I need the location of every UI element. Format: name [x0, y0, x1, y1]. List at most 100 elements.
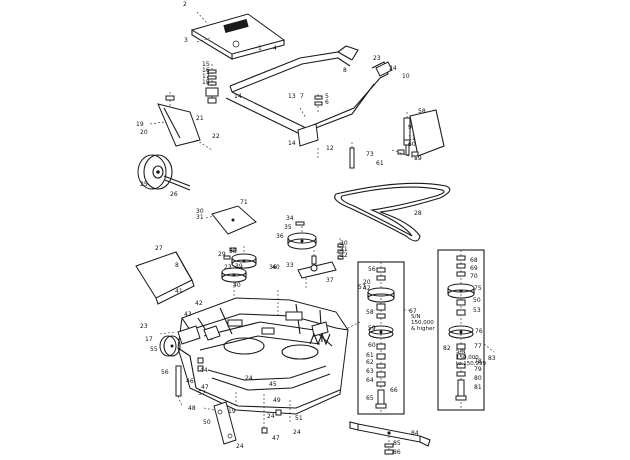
serial-note-panel-2-line-1: S/N: [456, 349, 465, 355]
callout-number: 51: [295, 415, 303, 422]
callout-number: 80: [474, 375, 482, 382]
left-deck-shield: [135, 251, 195, 305]
serial-note-panel-1-line-2: 150,000: [411, 320, 434, 326]
serial-note-panel-2-line-2: 150,000: [456, 355, 479, 361]
callout-number: 28: [414, 210, 422, 217]
callout-number: 31: [340, 246, 348, 253]
callout-number: 36: [276, 233, 284, 240]
callout-number: 79: [474, 366, 482, 373]
callout-number: 71: [240, 199, 248, 206]
callout-number: 49: [273, 397, 281, 404]
callout-number: 61: [366, 352, 374, 359]
callout-number: 5: [325, 93, 329, 100]
left-spindle-pulleys: [221, 246, 257, 300]
callout-number: 24: [267, 413, 275, 420]
callout-number: 56: [368, 266, 376, 273]
callout-number: 1: [258, 45, 262, 52]
callout-number: 63: [366, 368, 374, 375]
callout-number: 19: [228, 408, 236, 415]
idler-arm: [297, 238, 344, 290]
callout-number: 60: [408, 141, 416, 148]
serial-note-panel-1-line-1: S/N: [411, 314, 420, 320]
callout-number: 27: [155, 245, 163, 252]
callout-number: 38: [229, 248, 237, 255]
center-idler-pulley: [287, 221, 317, 250]
callout-number: 67: [409, 308, 417, 315]
deck-lift-link: [203, 401, 282, 445]
callout-number: 40: [272, 264, 280, 271]
callout-number: 70: [470, 273, 478, 280]
cutter-blade: [349, 421, 431, 455]
callout-number: 75: [474, 285, 482, 292]
callout-number: 30: [196, 208, 204, 215]
callout-number: 59: [414, 155, 422, 162]
callout-number: 16: [202, 67, 210, 74]
callout-number: 10: [402, 73, 410, 80]
left-gauge-wheel: [159, 325, 204, 407]
callout-number: 13: [288, 93, 296, 100]
callout-number: 76: [475, 328, 483, 335]
drive-belt: [334, 182, 451, 242]
callout-number: 66: [390, 387, 398, 394]
callout-number: 18: [202, 79, 210, 86]
callout-number: 24: [236, 443, 244, 450]
callout-number: 30: [340, 240, 348, 247]
callout-number: 21: [196, 115, 204, 122]
callout-number: 14: [288, 140, 296, 147]
callout-number: 2: [183, 1, 187, 8]
serial-note-panel-2-line-3: to 150,999: [456, 361, 487, 367]
callout-number: 81: [474, 384, 482, 391]
caster-wheel-assembly: [137, 92, 213, 191]
callout-number: 77: [474, 343, 482, 350]
callout-number: 64: [366, 377, 374, 384]
lift-frame: [211, 45, 389, 160]
callout-number: 24: [293, 429, 301, 436]
callout-number: 57: [198, 390, 206, 397]
callout-number: 12: [326, 145, 334, 152]
callout-number: 24: [245, 375, 253, 382]
callout-number: 50: [203, 419, 211, 426]
serial-note-panel-1-line-3: & higher: [411, 326, 435, 332]
callout-number: 53: [473, 307, 481, 314]
callout-number: 61: [376, 160, 384, 167]
callout-number: 32: [340, 252, 348, 259]
callout-number: 34: [286, 215, 294, 222]
callout-number: 43: [184, 311, 192, 318]
callout-number: 23: [224, 264, 232, 271]
callout-number: 17: [145, 336, 153, 343]
callout-number: 26: [170, 191, 178, 198]
callout-number: 4: [273, 45, 277, 52]
callout-number: 58: [418, 108, 426, 115]
callout-number: 40: [233, 282, 241, 289]
mount-plate-assembly: [190, 11, 286, 60]
callout-number: 82: [443, 345, 451, 352]
callout-number: 25: [140, 181, 148, 188]
callout-number: 55: [150, 346, 158, 353]
stack-hardware-15-18: [205, 69, 323, 106]
callout-number: 84: [411, 430, 419, 437]
callout-number: 48: [188, 405, 196, 412]
callout-number: 35: [284, 224, 292, 231]
callout-number: 65: [366, 395, 374, 402]
callout-number: 20: [363, 279, 371, 286]
deck-spring: [309, 332, 331, 346]
callout-number: 17: [202, 73, 210, 80]
callout-number: 20: [140, 129, 148, 136]
callout-number: 46: [186, 378, 194, 385]
callout-number: 50: [473, 297, 481, 304]
callout-number: 19: [136, 121, 144, 128]
callout-number: 86: [393, 449, 401, 456]
callout-number: 69: [470, 265, 478, 272]
callout-number: 31: [196, 214, 204, 221]
callout-number: 23: [140, 323, 148, 330]
callout-number: 47: [201, 384, 209, 391]
callout-number: 57: [358, 284, 366, 291]
callout-number: 68: [470, 257, 478, 264]
callout-number: 42: [195, 300, 203, 307]
spindle-panel-sn-150000-to-150999: [437, 249, 495, 411]
callout-number: 33: [286, 262, 294, 269]
callout-number: 59: [368, 325, 376, 332]
belt-shield: [205, 205, 257, 235]
callout-number: 24: [389, 65, 397, 72]
